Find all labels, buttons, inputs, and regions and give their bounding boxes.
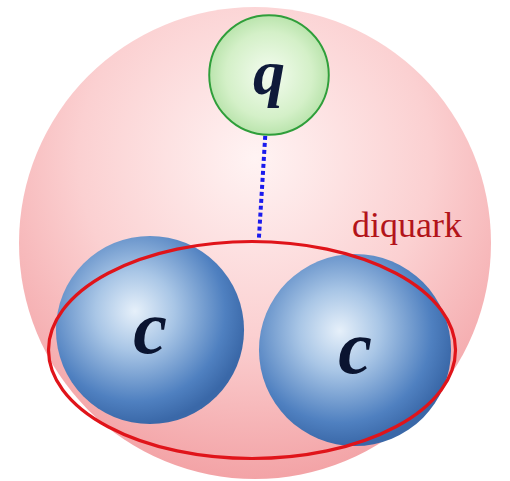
- diquark-ellipse-line: [49, 242, 456, 459]
- baryon-body: [19, 7, 491, 479]
- diquark-label: diquark: [352, 204, 462, 246]
- quark-fill: [56, 236, 244, 424]
- quark-symbol: c: [338, 309, 372, 385]
- text-holder: q: [208, 14, 330, 136]
- charm-quark-sphere: c: [55, 235, 245, 425]
- light-quark-circle: q: [208, 14, 330, 136]
- charm-quark-sphere: c: [258, 253, 452, 447]
- text-holder: c: [258, 253, 452, 447]
- quark-fill: [259, 254, 451, 446]
- quark-symbol: q: [253, 41, 285, 105]
- binding-link: [259, 136, 265, 240]
- quark-outline: [209, 15, 329, 135]
- diquark-outline: [47, 240, 457, 460]
- quark-symbol: c: [133, 289, 167, 365]
- diquark-ellipse: diquarkcc: [47, 240, 457, 460]
- text-holder: c: [55, 235, 245, 425]
